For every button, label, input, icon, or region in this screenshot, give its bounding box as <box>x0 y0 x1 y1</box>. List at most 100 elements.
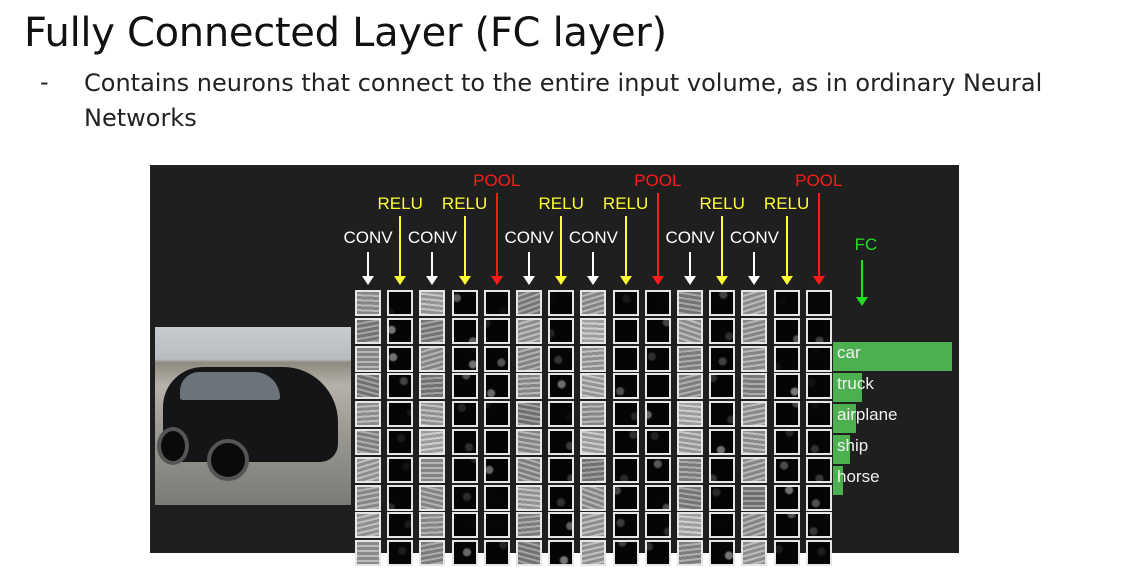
activation-map <box>548 373 575 400</box>
activation-map <box>387 484 414 511</box>
activation-map <box>548 540 575 567</box>
activation-map <box>709 456 736 483</box>
down-arrow-icon <box>587 252 600 285</box>
activation-map <box>451 345 478 372</box>
activation-map <box>355 317 381 344</box>
activation-column <box>741 290 768 568</box>
layer-label-relu: RELU <box>699 194 745 213</box>
activation-map <box>773 456 800 483</box>
down-arrow-icon <box>394 216 407 285</box>
activation-column <box>419 290 446 568</box>
activation-map <box>580 512 607 539</box>
activation-map <box>805 290 832 316</box>
activation-map <box>644 512 671 539</box>
activation-map <box>451 484 478 511</box>
down-arrow-icon <box>362 252 374 285</box>
activation-map <box>548 456 575 483</box>
activation-map <box>741 345 768 372</box>
activation-map <box>355 512 381 539</box>
score-label: ship <box>837 436 869 455</box>
activation-map <box>355 345 381 372</box>
activation-map <box>419 428 446 455</box>
activation-map <box>548 290 575 316</box>
activation-map <box>516 512 542 539</box>
down-arrow-icon <box>458 216 471 285</box>
activation-map <box>612 401 639 428</box>
score-bar-horse <box>833 466 843 495</box>
down-arrow-icon <box>716 216 729 285</box>
activation-map <box>612 540 639 567</box>
fc-label: FC <box>854 235 878 254</box>
score-label: horse <box>837 467 880 486</box>
car-window <box>180 372 280 400</box>
score-label: airplane <box>837 405 898 424</box>
activation-map <box>612 484 639 511</box>
layer-label-conv: CONV <box>343 228 393 247</box>
activation-map <box>419 484 446 511</box>
activation-map <box>516 373 542 400</box>
activation-column <box>387 290 414 568</box>
activation-column <box>483 290 510 568</box>
down-arrow-icon <box>812 193 825 285</box>
activation-map <box>516 540 542 567</box>
activation-map <box>516 290 542 316</box>
activation-map <box>677 456 703 483</box>
activation-map <box>773 373 800 400</box>
activation-map <box>419 317 446 344</box>
activation-map <box>644 317 671 344</box>
activation-map <box>580 401 607 428</box>
activation-map <box>677 540 703 567</box>
activation-map <box>451 456 478 483</box>
activation-map <box>419 401 446 428</box>
down-arrow-icon <box>490 193 503 285</box>
activation-map <box>580 317 607 344</box>
activation-map <box>644 401 671 428</box>
activation-map <box>709 373 736 400</box>
activation-map <box>387 428 414 455</box>
activation-map <box>451 512 478 539</box>
activation-map <box>741 373 768 400</box>
activation-map <box>709 345 736 372</box>
activation-map <box>580 484 607 511</box>
activation-map <box>580 428 607 455</box>
down-arrow-icon <box>523 252 535 285</box>
activation-column <box>773 290 800 568</box>
activation-map <box>516 345 542 372</box>
activation-column <box>709 290 736 568</box>
layer-label-relu: RELU <box>602 194 649 213</box>
activation-map <box>612 456 639 483</box>
activation-map <box>805 456 832 483</box>
activation-map <box>451 540 478 567</box>
activation-map <box>387 512 414 539</box>
activation-map <box>741 512 768 539</box>
activation-map <box>644 428 671 455</box>
activation-map <box>741 317 768 344</box>
activation-map <box>709 484 736 511</box>
activation-map <box>773 290 800 316</box>
activation-column <box>580 290 607 568</box>
activation-map <box>387 540 414 567</box>
activation-map <box>741 456 768 483</box>
activation-map <box>387 456 414 483</box>
layer-label-conv: CONV <box>665 228 715 247</box>
activation-column <box>451 290 478 568</box>
activation-map <box>483 345 510 372</box>
activation-map <box>387 401 414 428</box>
activation-map <box>612 290 639 316</box>
activation-map <box>548 512 575 539</box>
layer-label-pool: POOL <box>795 171 843 190</box>
activation-map <box>677 345 703 372</box>
activation-map <box>355 401 381 428</box>
activation-map <box>580 290 607 316</box>
down-arrow-icon <box>651 193 664 285</box>
layer-label-pool: POOL <box>634 171 682 190</box>
activation-map <box>451 317 478 344</box>
activation-map <box>644 290 671 316</box>
activation-map <box>451 428 478 455</box>
activation-map <box>548 345 575 372</box>
activation-map <box>355 456 381 483</box>
activation-map <box>677 290 703 316</box>
activation-map <box>773 540 800 567</box>
activation-map <box>612 512 639 539</box>
score-bar-car <box>833 342 952 371</box>
